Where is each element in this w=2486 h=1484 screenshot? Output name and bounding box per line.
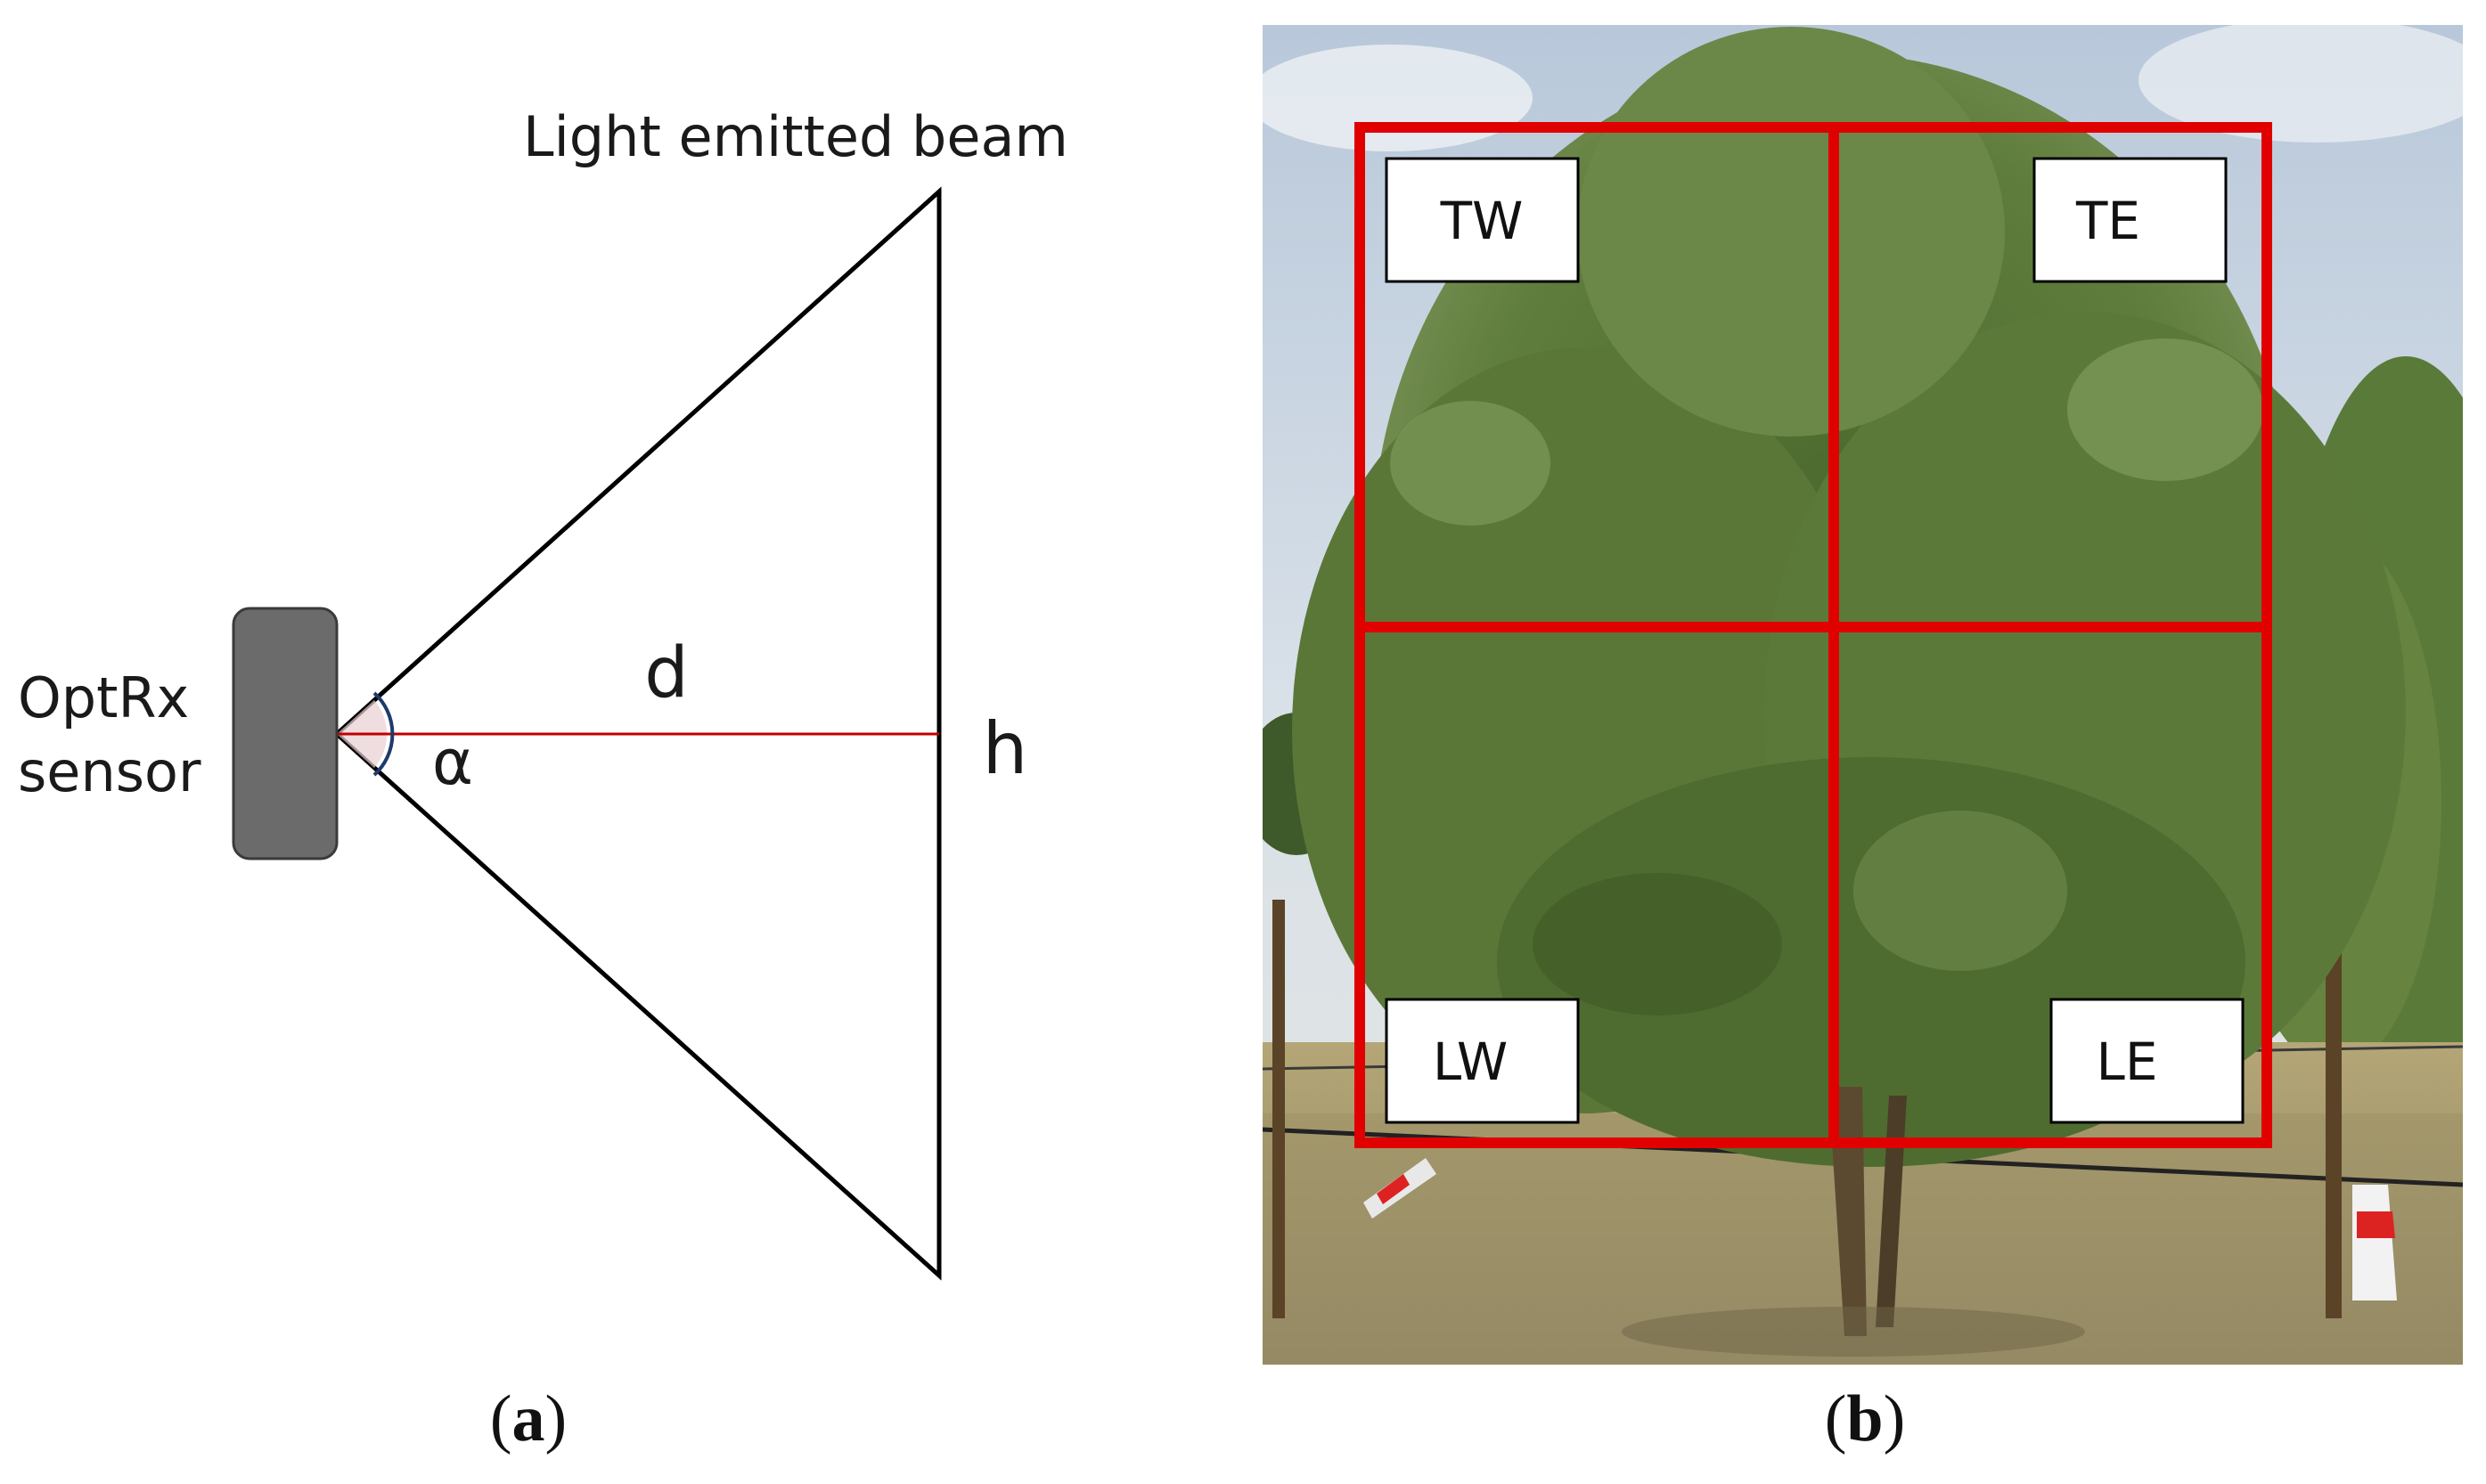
- sensor-label-line1: OptRx: [18, 665, 189, 730]
- angle-label: α: [432, 726, 473, 799]
- panel-b: TW TE LW LE (b): [1263, 25, 2463, 1455]
- quadrant-label-le: LE: [2049, 998, 2245, 1124]
- distance-label: d: [644, 633, 689, 713]
- quadrant-label-text: LW: [1433, 1031, 1508, 1092]
- beam-label: Light emitted beam: [523, 104, 1068, 169]
- quadrant-label-text: TW: [1440, 191, 1524, 251]
- angle-arc: [372, 691, 395, 777]
- quadrant-label-text: LE: [2097, 1031, 2158, 1092]
- quadrant-label-te: TE: [2032, 157, 2228, 283]
- quadrant-grid: [1354, 122, 2272, 1148]
- caption-a: (a): [490, 1382, 567, 1455]
- quadrant-label-tw: TW: [1385, 157, 1580, 283]
- height-label: h: [983, 707, 1028, 790]
- caption-b: (b): [1825, 1382, 1905, 1455]
- quadrant-label-text: TE: [2075, 191, 2140, 251]
- panel-a: Light emitted beam OptRx sensor d h α (a…: [18, 104, 1068, 1455]
- quadrant-label-lw: LW: [1385, 998, 1580, 1124]
- optrx-sensor-body: [232, 607, 339, 860]
- sensor-label-line2: sensor: [18, 739, 201, 804]
